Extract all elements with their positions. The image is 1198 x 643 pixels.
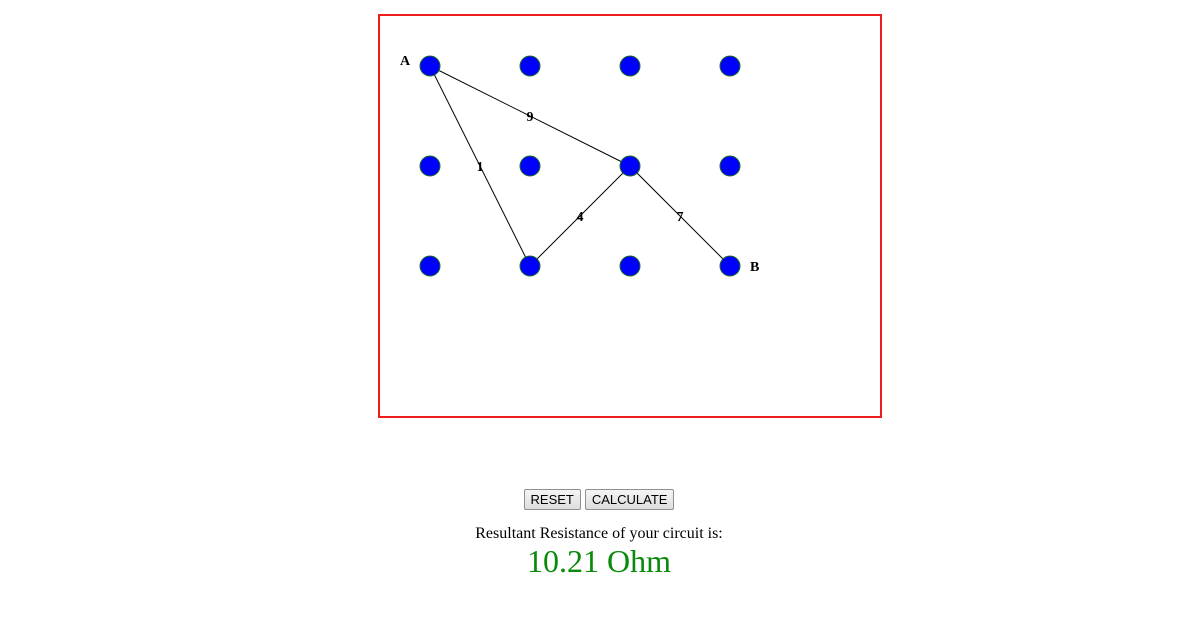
grid-node-0-2[interactable] xyxy=(619,55,641,77)
wire-4 xyxy=(629,165,731,267)
circuit-drawing[interactable]: A B 9 1 4 7 xyxy=(380,16,880,416)
grid-node-0-1[interactable] xyxy=(519,55,541,77)
grid-node-2-1[interactable] xyxy=(519,255,541,277)
terminal-label-b: B xyxy=(750,260,759,275)
nodes-layer[interactable] xyxy=(419,55,741,277)
result-value: 10.21 xyxy=(527,543,599,579)
grid-node-1-2[interactable] xyxy=(619,155,641,177)
grid-node-1-0[interactable] xyxy=(419,155,441,177)
circuit-canvas[interactable]: A B 9 1 4 7 xyxy=(378,14,882,418)
wire-resistance-label: 1 xyxy=(477,160,484,175)
wire-resistance-label: 7 xyxy=(677,210,684,225)
wire-1 xyxy=(429,65,631,167)
grid-node-2-3[interactable] xyxy=(719,255,741,277)
grid-node-0-3[interactable] xyxy=(719,55,741,77)
labels-layer: A B 9 1 4 7 xyxy=(400,54,759,275)
grid-node-2-0[interactable] xyxy=(419,255,441,277)
result-caption: Resultant Resistance of your circuit is: xyxy=(475,525,723,542)
button-row: RESET CALCULATE xyxy=(0,489,1198,510)
grid-node-2-2[interactable] xyxy=(619,255,641,277)
grid-node-0-0[interactable] xyxy=(419,55,441,77)
result-value-row: 10.21 Ohm xyxy=(0,543,1198,580)
reset-button[interactable]: RESET xyxy=(523,489,581,510)
calculate-button[interactable]: CALCULATE xyxy=(584,489,675,510)
wire-3 xyxy=(529,165,631,267)
grid-node-1-1[interactable] xyxy=(519,155,541,177)
wire-resistance-label: 9 xyxy=(527,110,534,125)
wire-resistance-label: 4 xyxy=(577,210,584,225)
wires-layer xyxy=(429,65,731,267)
terminal-label-a: A xyxy=(400,54,411,69)
wire-2 xyxy=(429,65,531,267)
result-unit: Ohm xyxy=(607,543,671,579)
grid-node-1-3[interactable] xyxy=(719,155,741,177)
